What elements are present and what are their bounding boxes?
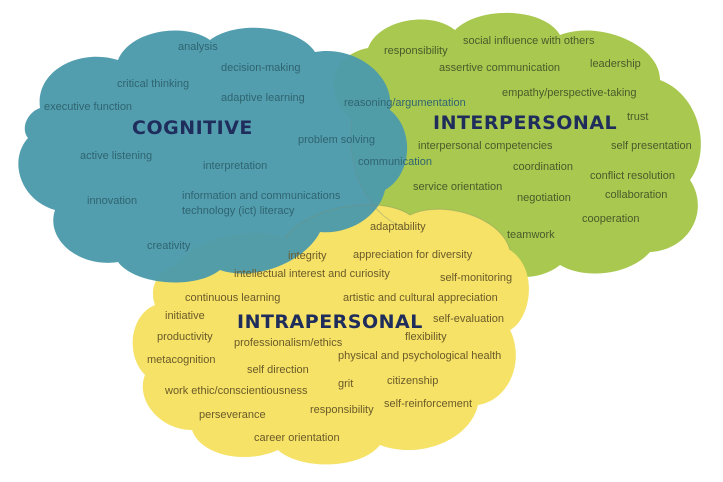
skill-label: adaptability — [370, 221, 426, 233]
skill-label: self direction — [247, 364, 309, 376]
skill-label: continuous learning — [185, 292, 281, 304]
skill-label: intellectual interest and curiosity — [234, 268, 390, 280]
skill-label: negotiation — [517, 192, 571, 204]
skill-label: appreciation for diversity — [353, 249, 473, 261]
skill-label: self-reinforcement — [384, 398, 473, 410]
skill-label: responsibility — [384, 45, 448, 57]
skill-label: interpersonal competencies — [418, 140, 553, 152]
skill-label: trust — [627, 111, 649, 123]
skill-label: self-evaluation — [433, 313, 504, 325]
skill-label: adaptive learning — [221, 92, 305, 104]
skill-label: active listening — [80, 150, 153, 162]
skill-label: executive function — [44, 101, 133, 113]
skill-label: flexibility — [405, 331, 447, 343]
skill-label: grit — [338, 378, 354, 390]
interpersonal-heading: INTERPERSONAL — [433, 112, 618, 134]
skill-label: technology (ict) literacy — [182, 205, 295, 217]
skill-label: self presentation — [611, 140, 692, 152]
skill-label: leadership — [590, 58, 641, 70]
skill-label: collaboration — [605, 189, 668, 201]
skill-label: self-monitoring — [440, 272, 513, 284]
interpersonal-outline — [350, 119, 411, 231]
skill-label: critical thinking — [117, 78, 190, 90]
skill-label: professionalism/ethics — [234, 337, 343, 349]
skill-label: artistic and cultural appreciation — [343, 292, 498, 304]
skill-label: empathy/perspective-taking — [502, 87, 637, 99]
skill-label: social influence with others — [463, 35, 595, 47]
skill-label: information and communications — [182, 190, 341, 202]
skill-label: assertive communication — [439, 62, 561, 74]
skill-label: conflict resolution — [590, 170, 675, 182]
intrapersonal-outline — [284, 204, 511, 251]
skill-label: work ethic/conscientiousness — [165, 385, 308, 397]
skill-label: cooperation — [582, 213, 640, 225]
skill-label: citizenship — [387, 375, 439, 387]
skill-label: problem solving — [298, 134, 376, 146]
skill-label: initiative — [165, 310, 205, 322]
skill-label: physical and psychological health — [338, 350, 502, 362]
skill-label: decision-making — [221, 62, 301, 74]
skill-label: career orientation — [254, 432, 340, 444]
cognitive-heading: COGNITIVE — [132, 117, 253, 139]
skill-label: reasoning/argumentation — [344, 97, 466, 109]
skill-label: interpretation — [203, 160, 268, 172]
cognitive-cloud — [18, 27, 408, 283]
skill-label: perseverance — [199, 409, 266, 421]
intrapersonal-heading: INTRAPERSONAL — [237, 311, 423, 333]
skill-label: productivity — [157, 331, 213, 343]
skill-label: responsibility — [310, 404, 374, 416]
skill-label: metacognition — [147, 354, 216, 366]
skill-label: teamwork — [507, 229, 555, 241]
skill-label: coordination — [513, 161, 573, 173]
skill-label: service orientation — [413, 181, 503, 193]
skill-label: creativity — [147, 240, 191, 252]
skill-label: analysis — [178, 41, 218, 53]
skill-label: innovation — [87, 195, 138, 207]
skill-label: integrity — [288, 250, 327, 262]
skill-label: communication — [358, 156, 432, 168]
